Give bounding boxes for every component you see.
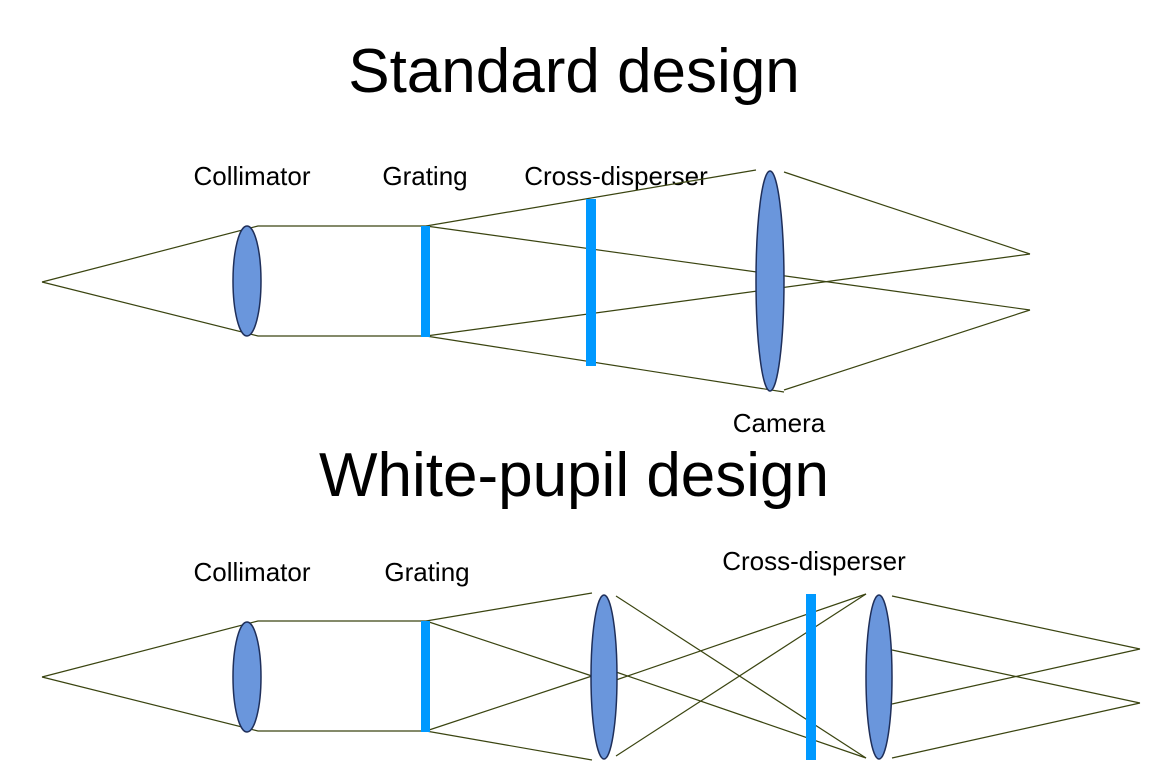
ray [425, 335, 785, 393]
ray [425, 592, 593, 622]
ray [615, 593, 867, 757]
white-pupil-camera-lens [865, 594, 893, 760]
ray [615, 671, 867, 759]
ray [425, 225, 1031, 311]
white-pupil-cross-disperser [806, 594, 816, 760]
standard-collimator-lens [232, 225, 262, 337]
standard-design-title: Standard design [348, 37, 800, 106]
ray [425, 169, 757, 227]
white-pupil-transfer-lens [590, 594, 618, 760]
ray [891, 648, 1141, 705]
ray [615, 595, 867, 759]
standard-camera-label: Camera [733, 408, 826, 438]
white-pupil-cross-disperser-label: Cross-disperser [722, 546, 906, 576]
ray [891, 702, 1141, 759]
ray [891, 595, 1141, 650]
standard-camera-lens [755, 170, 785, 392]
standard-cross-disperser-label: Cross-disperser [524, 161, 708, 191]
white-pupil-design-section: White-pupil design Collimator Grating Cr… [41, 441, 1141, 761]
white-pupil-rays [41, 592, 1141, 761]
ray [425, 620, 593, 677]
standard-cross-disperser [586, 199, 596, 366]
ray [783, 309, 1031, 391]
ray [41, 620, 426, 678]
standard-grating-label: Grating [382, 161, 467, 191]
white-pupil-collimator-lens [232, 621, 262, 733]
standard-rays [41, 169, 1031, 393]
ray [425, 675, 593, 732]
ray [41, 676, 426, 732]
white-pupil-grating-label: Grating [384, 557, 469, 587]
white-pupil-grating [421, 621, 430, 732]
ray [425, 253, 1031, 337]
white-pupil-collimator-label: Collimator [193, 557, 310, 587]
standard-collimator-label: Collimator [193, 161, 310, 191]
ray [783, 171, 1031, 255]
ray [41, 281, 426, 337]
ray [425, 730, 593, 761]
ray [615, 593, 867, 681]
ray [41, 225, 426, 283]
standard-grating [421, 226, 430, 337]
white-pupil-design-title: White-pupil design [319, 441, 829, 510]
standard-design-section: Standard design Collimator Grating Cross… [41, 37, 1031, 438]
